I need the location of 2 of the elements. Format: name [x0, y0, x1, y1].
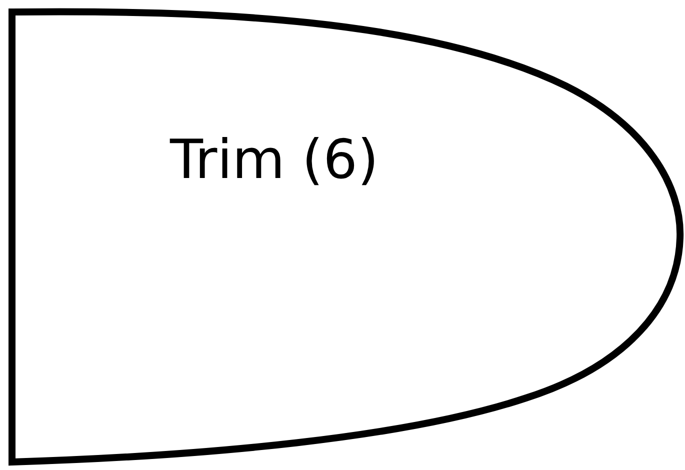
pattern-piece — [6, 6, 684, 468]
piece-label: Trim (6) — [170, 128, 379, 191]
